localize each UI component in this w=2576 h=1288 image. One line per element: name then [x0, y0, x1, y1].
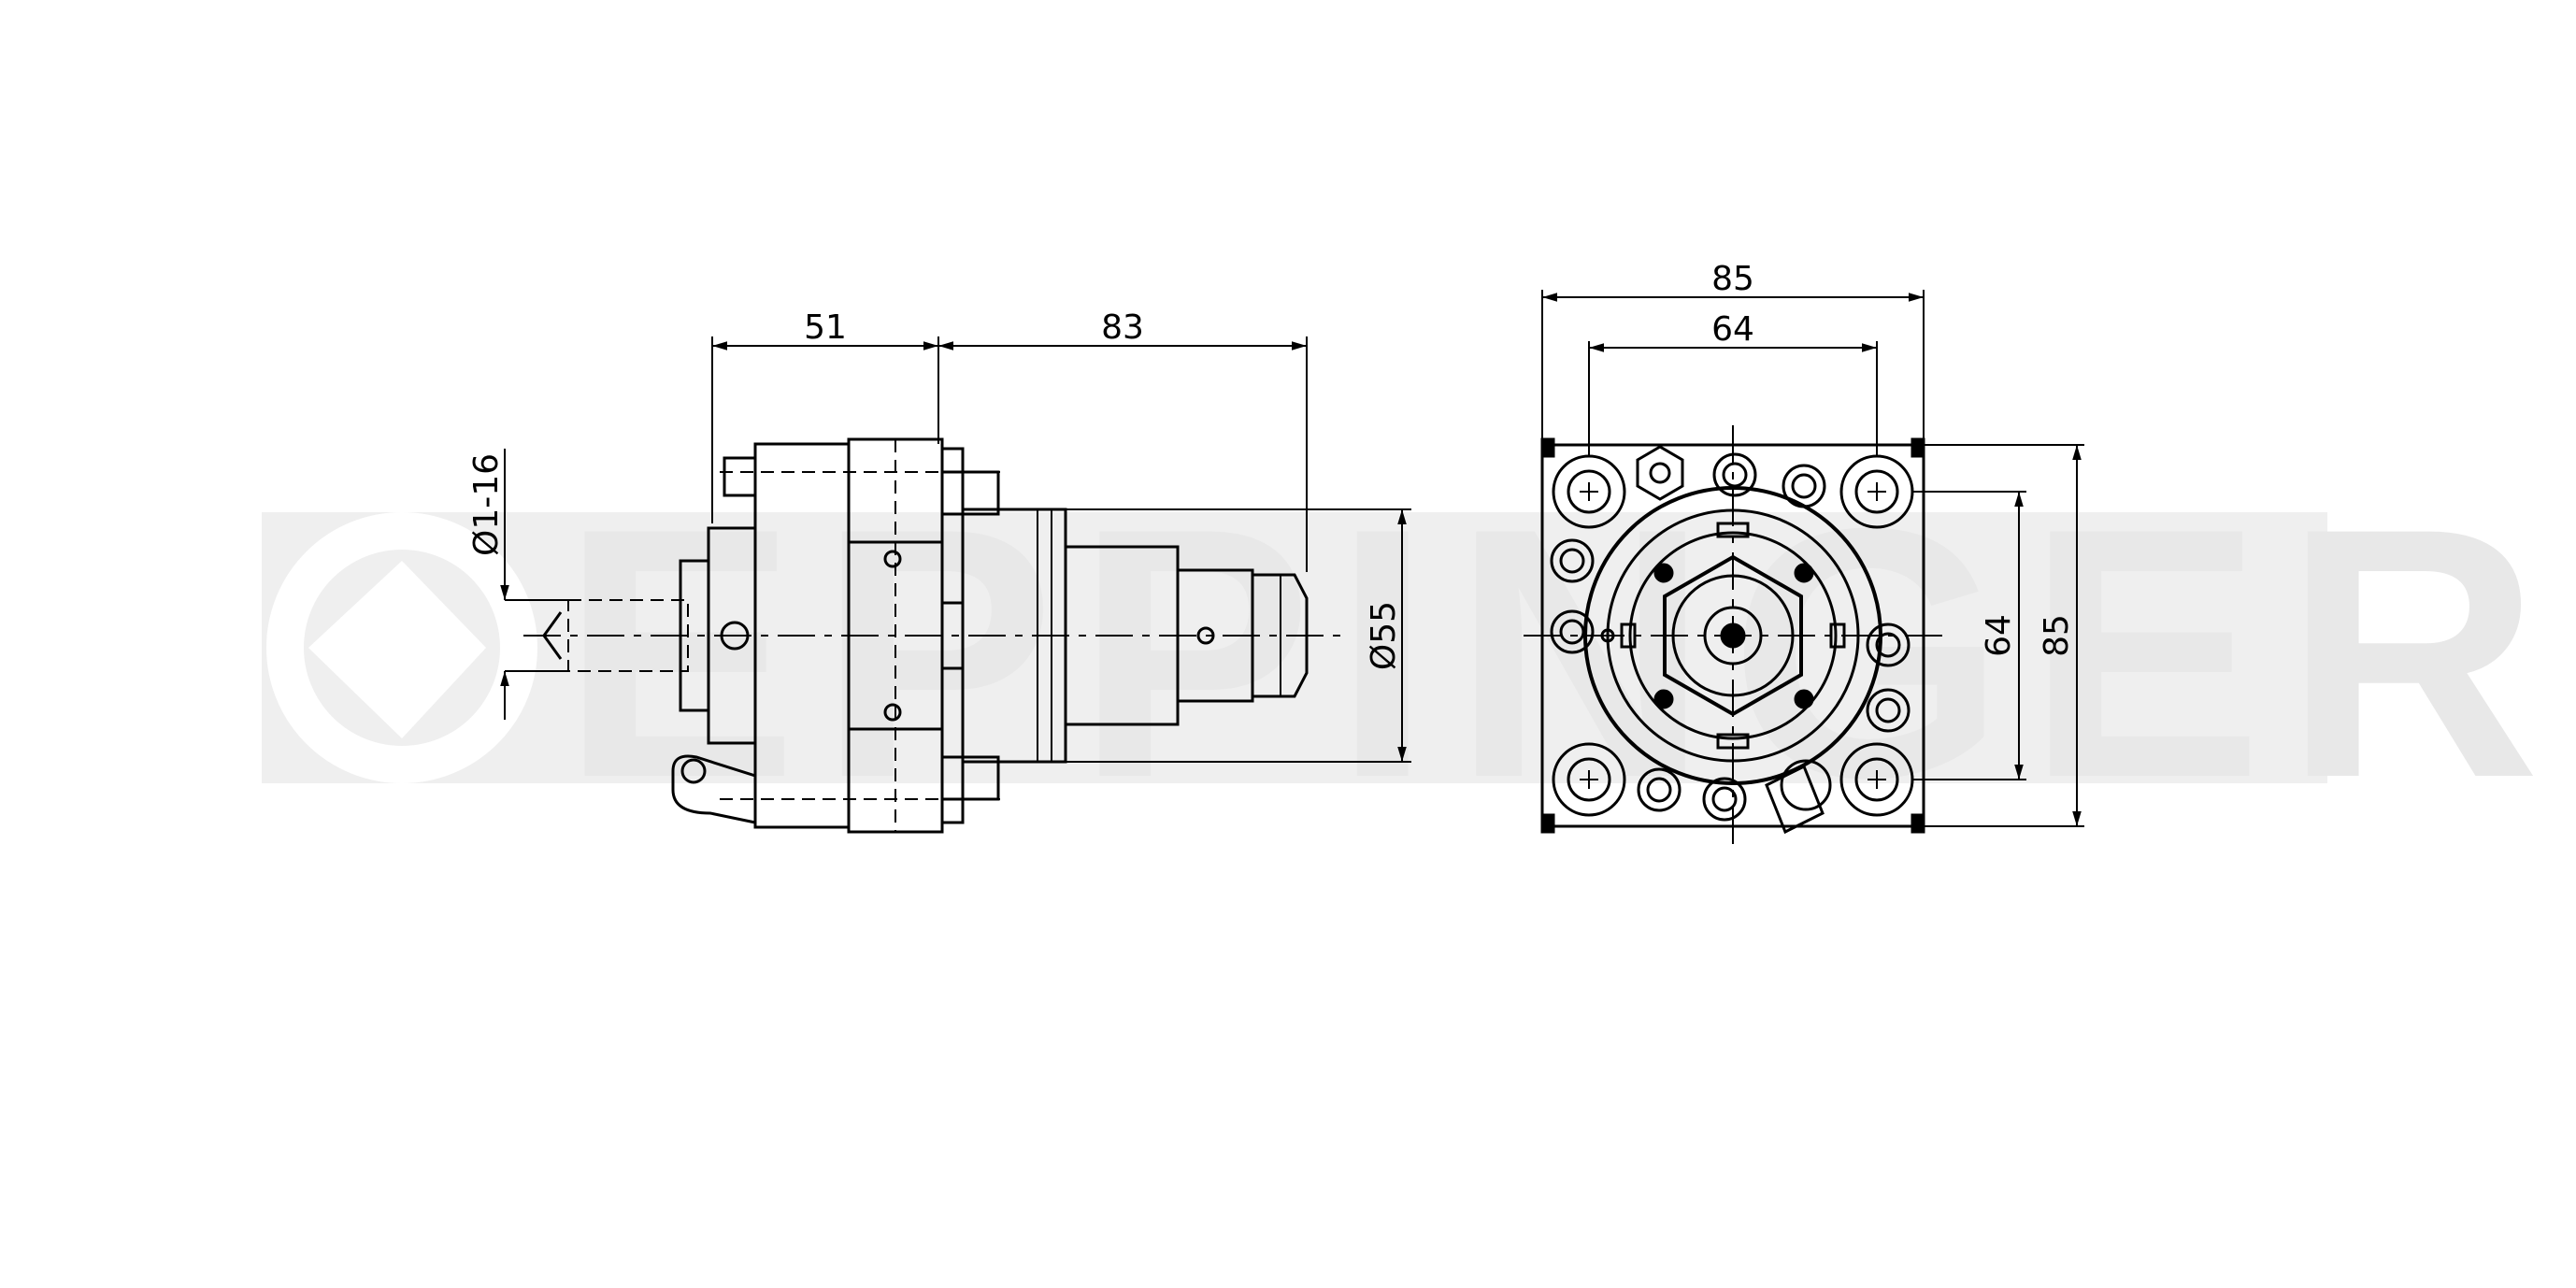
dim-text-d116: Ø1-16 [467, 453, 506, 556]
front-view [1524, 425, 1944, 846]
dim-text-83: 83 [1101, 308, 1144, 347]
angled-fitting-head [1780, 759, 1832, 811]
ring-screw-right-2 [1866, 688, 1911, 733]
dim-text-85h: 85 [2038, 614, 2076, 657]
coolant-plug-hex [1636, 445, 1684, 501]
watermark-text: EPPINGER [561, 454, 2561, 852]
locating-pin-3 [1653, 689, 1674, 709]
coolant-fitting-hole [680, 758, 707, 784]
dim-text-d55: Ø55 [1365, 601, 1403, 670]
tool-shank [567, 599, 689, 672]
corner-screw-bl [1552, 742, 1626, 817]
side-view [523, 437, 1346, 834]
tool-tip [542, 611, 563, 660]
spindle-tip [1251, 573, 1309, 698]
watermark-band [262, 512, 2327, 783]
watermark-logo-shape [308, 561, 486, 738]
dim-text-64w: 64 [1711, 310, 1754, 349]
ring-screw-top-1 [1712, 452, 1757, 497]
front-screw [720, 621, 750, 651]
locating-pin-2 [1794, 563, 1814, 583]
coolant-plug-center [1649, 462, 1671, 484]
corner-mark-tl [1540, 437, 1555, 458]
side-view-dimensions [500, 336, 1411, 763]
corner-mark-tr [1911, 437, 1925, 458]
corner-mark-bl [1540, 813, 1555, 834]
locating-pin-4 [1794, 689, 1814, 709]
body-screw-top [883, 550, 902, 568]
dim-text-51: 51 [804, 308, 847, 347]
watermark: EPPINGER [262, 454, 2561, 852]
ring-screw-bottom-1 [1637, 767, 1682, 812]
housing-tab-top [723, 456, 757, 497]
ring-screw-left-2 [1550, 609, 1595, 654]
spindle-center-mark [1196, 626, 1215, 645]
locating-pin-1 [1653, 563, 1674, 583]
corner-mark-br [1911, 813, 1925, 834]
spindle-ring-outer [1583, 486, 1882, 785]
body-screw-bottom [883, 703, 902, 722]
dim-text-85w: 85 [1711, 260, 1754, 298]
dim-text-64h: 64 [1980, 614, 2018, 657]
front-view-dimensions [1541, 290, 2084, 827]
spindle-ring-inner [1628, 531, 1838, 740]
ring-screw-right-1 [1866, 623, 1911, 667]
ring-screw-bottom-2 [1702, 777, 1747, 822]
watermark-logo-icon [266, 512, 537, 783]
ring-screw-left-1 [1550, 538, 1595, 583]
coolant-fitting [671, 754, 757, 824]
